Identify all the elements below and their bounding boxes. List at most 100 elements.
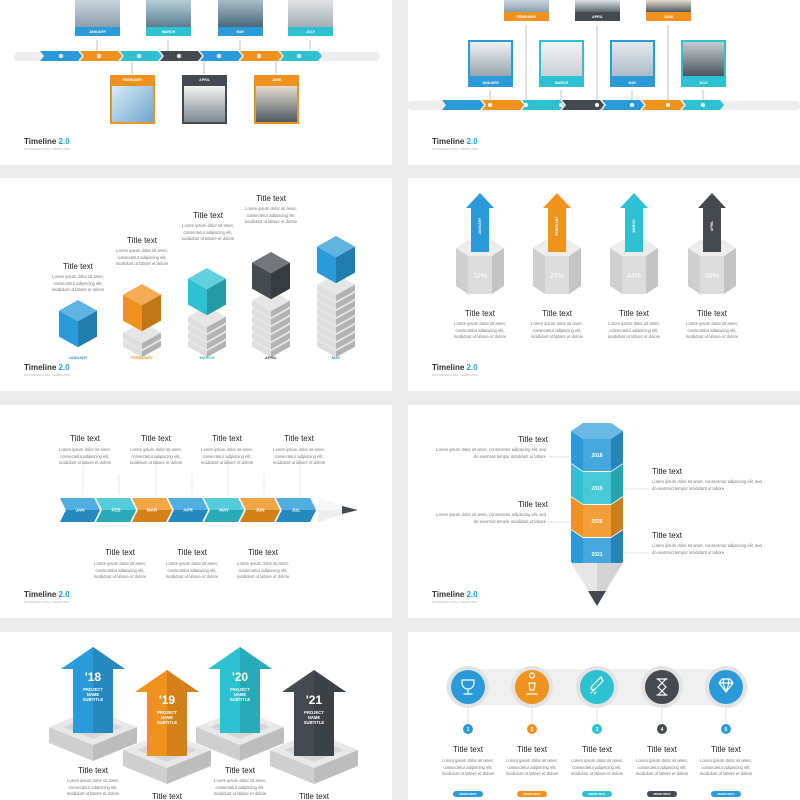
- hex-percent-0: 12%: [473, 273, 487, 280]
- desc-p1: Lorem ipsum dolor sit amet, consectetur …: [58, 447, 112, 465]
- cube-4-top: [317, 236, 355, 258]
- pencil-seg-top-5: [240, 498, 280, 510]
- photo-apr-2: [575, 0, 620, 12]
- title-p4: Title text: [284, 434, 314, 443]
- slab-2-3-left: [188, 316, 207, 334]
- title-c4: Title text: [647, 745, 677, 754]
- slab-4-5-left: [317, 300, 336, 318]
- number-dot-2: [592, 724, 602, 734]
- circle-0: [451, 670, 485, 704]
- slab-4-3-right: [336, 316, 355, 334]
- photo-april: [182, 84, 227, 124]
- vpencil-year-0: 2018: [591, 453, 602, 459]
- box-right-1: [167, 750, 211, 784]
- more-info-button-5[interactable]: MORE INFO: [711, 791, 741, 797]
- more-info-button-4[interactable]: MORE INFO: [647, 791, 677, 797]
- pencil-seg-top-4: [204, 498, 244, 510]
- slide-cube-stairs[interactable]: Title text Lorem ipsum dolor sit amet, c…: [0, 178, 392, 391]
- number-4: 5: [725, 727, 728, 733]
- slab-3-2-right: [271, 324, 290, 342]
- caption-july: JULY: [288, 27, 333, 36]
- hex-percent-1: 25%: [550, 273, 564, 280]
- month-label-jan: JANUARY: [68, 355, 88, 360]
- desc-v2: Lorem ipsum dolor sit amet, consectetur …: [436, 512, 546, 524]
- slab-4-2-left: [317, 324, 336, 342]
- slide-photo-timeline-1[interactable]: JANUARY MARCH MAY JULY FEBRUARY APRIL JU…: [0, 0, 392, 165]
- hex-month-1: FEBRUARY: [555, 216, 559, 236]
- more-info-button-1[interactable]: MORE INFO: [453, 791, 483, 797]
- photo-may-2: [610, 40, 655, 78]
- slab-3-4-right: [271, 308, 290, 326]
- desc-c2: Lorem ipsum dolor sit amet, consectetur …: [505, 758, 559, 776]
- pencil-month-5: JUN: [255, 508, 264, 513]
- rocket-icon: [590, 676, 604, 695]
- slab-4-4-left: [317, 308, 336, 326]
- pencil-seg-top-6: [276, 498, 316, 510]
- pencil-seg-bottom-2: [132, 510, 172, 522]
- cube-3-left: [252, 262, 271, 300]
- big-arrow-shade-3: [314, 670, 346, 756]
- timeline-track: [14, 40, 380, 74]
- title-a1: Title text: [78, 766, 108, 775]
- pencil-month-2: MAR: [147, 508, 158, 513]
- month-label-apr: APRIL: [265, 355, 277, 360]
- vpencil-front-0: [583, 439, 611, 471]
- cube-1-right: [142, 294, 161, 332]
- arrow-year-1: '19: [159, 693, 176, 707]
- title-2: Title text: [127, 236, 157, 245]
- arrow-year-3: '21: [306, 693, 323, 707]
- pencil-seg-bottom-0: [60, 510, 100, 522]
- vpencil-right-0: [611, 431, 623, 471]
- slab-1-1-top: [123, 322, 161, 344]
- title-a3: Title text: [225, 766, 255, 775]
- hex-left-3: [688, 248, 700, 294]
- slab-3-5-top: [252, 290, 290, 312]
- photo-july: [288, 0, 333, 27]
- more-info-button-2[interactable]: MORE INFO: [517, 791, 547, 797]
- cube-3-right: [271, 262, 290, 300]
- title-p6: Title text: [177, 548, 207, 557]
- number-2: 3: [596, 727, 599, 733]
- vpencil-year-1: 2019: [591, 486, 602, 492]
- cube-2-top: [188, 268, 226, 290]
- vpencil-front-2: [583, 505, 611, 537]
- desc-v3: Lorem ipsum dolor sit amet, consectetur …: [652, 479, 762, 491]
- caption-january: JANUARY: [75, 27, 120, 36]
- slab-4-0-right: [336, 340, 355, 358]
- desc-a3: Lorem ipsum dolor sit amet, consectetur …: [213, 778, 267, 796]
- trophy-icon: [461, 679, 475, 695]
- slide-photo-timeline-2[interactable]: FEBRUARY APRIL JUNE JANUARY MARCH MAY JU…: [408, 0, 800, 165]
- vpencil-left-2: [571, 497, 583, 537]
- vpencil-cap: [571, 423, 623, 439]
- cube-3-top: [252, 252, 290, 274]
- slab-4-7-top: [317, 274, 355, 296]
- slab-3-2-left: [252, 324, 271, 342]
- more-info-button-3[interactable]: MORE INFO: [582, 791, 612, 797]
- slab-2-3-top: [188, 306, 226, 328]
- arrow-year-0: '18: [85, 670, 102, 684]
- pencil-wood-light: [318, 498, 356, 510]
- vpencil-tip: [588, 591, 606, 606]
- hex-month-3: APRIL: [710, 220, 714, 231]
- slab-4-7-right: [336, 284, 355, 302]
- pencil-seg-bottom-3: [168, 510, 208, 522]
- box-left-2: [196, 727, 240, 761]
- desc-4: Lorem ipsum dolor sit amet, consectetur …: [244, 206, 298, 224]
- title-h4: Title text: [697, 309, 727, 318]
- number-dot-4: [721, 724, 731, 734]
- vpencil-right-2: [611, 497, 623, 537]
- desc-p5: Lorem ipsum dolor sit amet, consectetur …: [93, 561, 147, 579]
- slab-3-0-right: [271, 340, 290, 358]
- title-a2: Title text: [152, 792, 182, 800]
- hex-right-2: [646, 248, 658, 294]
- diamond-icon: [718, 678, 734, 693]
- desc-h2: Lorem ipsum dolor sit amet, consectetur …: [530, 321, 584, 339]
